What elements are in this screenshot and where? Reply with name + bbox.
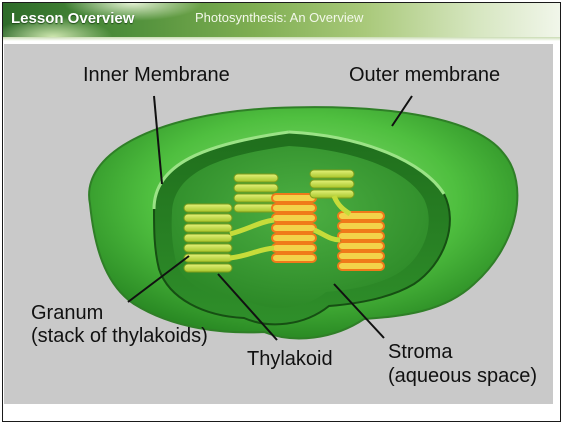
lesson-banner: Lesson Overview Photosynthesis: An Overv… [3, 3, 560, 37]
granum-stack-right [338, 212, 384, 270]
granum-stack-top-right [310, 170, 354, 198]
label-outer-membrane: Outer membrane [349, 64, 500, 86]
label-granum-detail: (stack of thylakoids) [31, 325, 208, 347]
label-granum: Granum [31, 302, 103, 324]
label-stroma-detail: (aqueous space) [388, 365, 537, 387]
banner-divider [3, 37, 560, 41]
label-stroma: Stroma [388, 341, 452, 363]
label-inner-membrane: Inner Membrane [83, 64, 230, 86]
granum-stack-center [272, 194, 316, 262]
label-thylakoid: Thylakoid [247, 348, 333, 370]
topic-title: Photosynthesis: An Overview [195, 10, 363, 25]
slide-footer [4, 404, 553, 418]
granum-stack-left [184, 204, 232, 272]
lesson-overview-title: Lesson Overview [11, 10, 134, 27]
